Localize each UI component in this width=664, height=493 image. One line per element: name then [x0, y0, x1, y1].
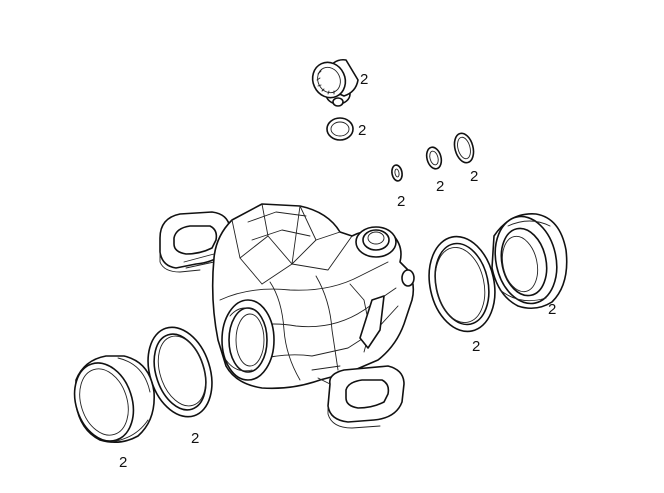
caliper-body [159, 203, 415, 429]
label-left-piston: 2 [119, 454, 127, 471]
label-bleeder-oring: 2 [358, 122, 366, 139]
bleeder-cap [311, 58, 359, 107]
label-right-seal: 2 [472, 338, 480, 355]
left-seal [147, 326, 213, 418]
label-left-seal: 2 [191, 430, 199, 447]
label-bleeder-cap: 2 [360, 71, 368, 88]
right-seal [428, 235, 496, 333]
label-small-oring-3: 2 [470, 168, 478, 185]
right-piston [491, 213, 568, 310]
bleeder-oring [326, 117, 354, 141]
small-oring-1 [391, 164, 403, 182]
label-small-oring-2: 2 [436, 178, 444, 195]
left-piston [73, 355, 155, 444]
label-right-piston: 2 [548, 301, 556, 318]
small-oring-3 [453, 132, 475, 164]
small-oring-2 [425, 146, 443, 170]
label-small-oring-1: 2 [397, 193, 405, 210]
